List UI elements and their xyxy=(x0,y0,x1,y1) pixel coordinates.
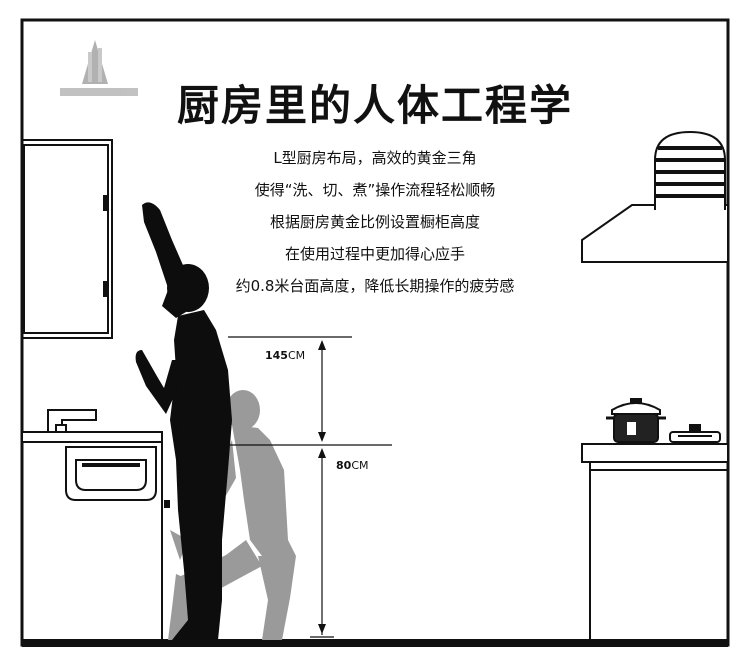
rice-cooker-icon xyxy=(606,398,666,443)
dimension-value-lower: 80 xyxy=(336,459,352,472)
standing-figure xyxy=(135,202,232,640)
dimension-unit-lower: CM xyxy=(351,459,369,472)
description-line: 在使用过程中更加得心应手 xyxy=(284,245,465,263)
grill-pan-icon xyxy=(669,424,721,443)
logo-icon xyxy=(60,40,138,96)
description-line: 约0.8米台面高度，降低长期操作的疲劳感 xyxy=(235,277,515,295)
dimension-label-upper: 145CM xyxy=(265,349,305,362)
description-line: 根据厨房黄金比例设置橱柜高度 xyxy=(269,213,480,231)
dimension-label-lower: 80CM xyxy=(336,459,368,472)
floor-band xyxy=(22,639,728,647)
range-hood-icon xyxy=(581,130,729,263)
right-counter xyxy=(581,443,729,640)
dimension-arrows xyxy=(318,340,326,634)
description-line: 使得“洗、切、煮”操作流程轻松顺畅 xyxy=(254,181,496,199)
upper-cabinet xyxy=(22,139,113,339)
dimension-lines xyxy=(228,336,392,638)
dimension-unit-upper: CM xyxy=(287,349,306,362)
sink-counter xyxy=(21,431,170,640)
dimension-value-upper: 145 xyxy=(265,349,288,362)
page-title: 厨房里的人体工程学 xyxy=(176,81,573,130)
description-line: L型厨房布局，高效的黄金三角 xyxy=(273,149,477,167)
description-block: L型厨房布局，高效的黄金三角 使得“洗、切、煮”操作流程轻松顺畅 根据厨房黄金比… xyxy=(195,142,555,302)
